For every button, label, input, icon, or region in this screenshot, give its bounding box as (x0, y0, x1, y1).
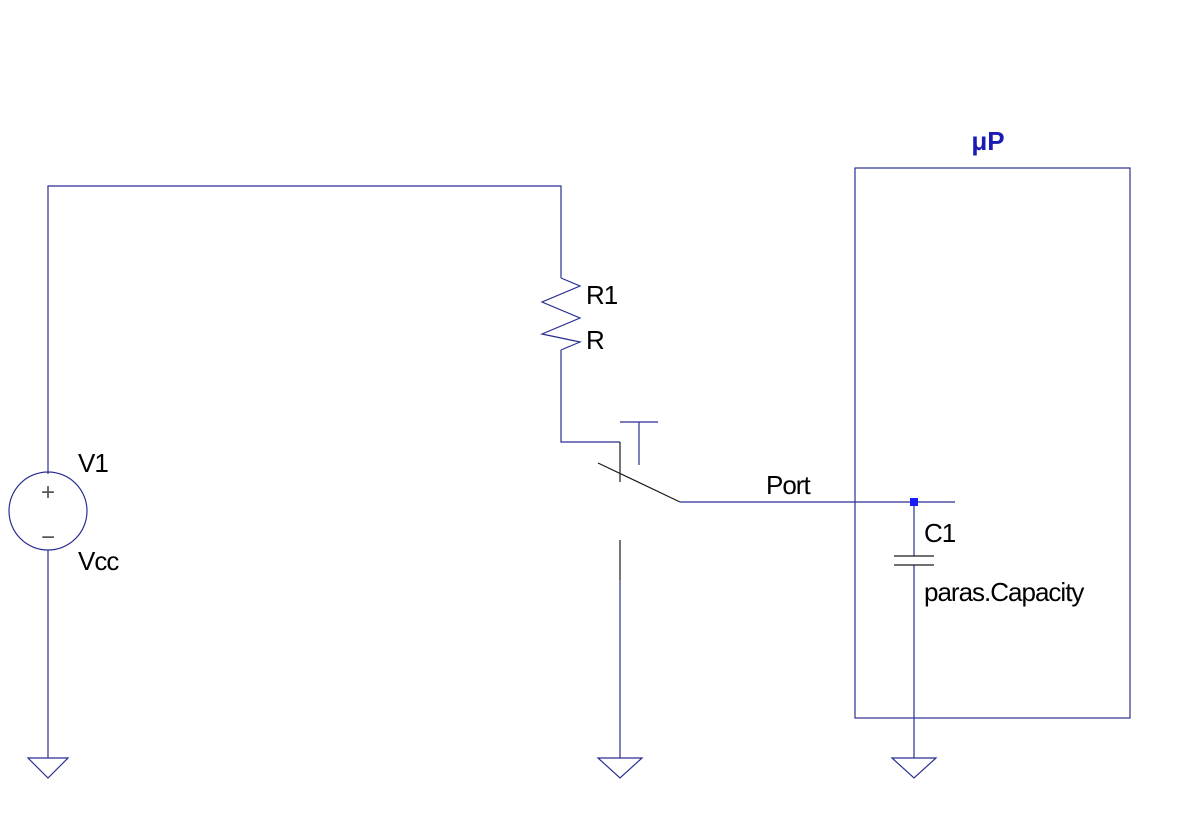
source-plus-symbol: + (41, 479, 55, 506)
resistor-r1[interactable]: R1 R (539, 277, 619, 355)
pushbutton-switch[interactable] (597, 421, 681, 580)
ground-symbol-icon (890, 757, 938, 779)
voltage-source-v1[interactable]: + − V1 Vcc (8, 448, 120, 576)
capacitor-icon (894, 555, 934, 566)
resistor-designator: R1 (586, 280, 618, 310)
pushbutton-switch-icon (597, 421, 681, 580)
source-designator: V1 (78, 448, 108, 478)
ground-symbol-icon (596, 757, 644, 779)
resistor-zigzag-icon (539, 277, 583, 351)
capacitor-value: paras.Capacity (924, 577, 1084, 607)
microprocessor-block[interactable]: μP (854, 126, 1131, 719)
source-minus-symbol: − (41, 524, 55, 551)
resistor-value: R (586, 325, 604, 355)
ground-symbol-icon (26, 757, 70, 779)
port-label: Port (766, 470, 811, 500)
wire-top (47, 185, 562, 474)
capacitor-c1[interactable]: C1 paras.Capacity (894, 506, 1085, 758)
wire-resistor-switch (560, 350, 620, 443)
port-net[interactable]: Port (680, 470, 955, 506)
microprocessor-title: μP (971, 126, 1004, 156)
junction-dot (910, 498, 918, 506)
capacitor-designator: C1 (924, 518, 956, 548)
source-value: Vcc (78, 546, 119, 576)
